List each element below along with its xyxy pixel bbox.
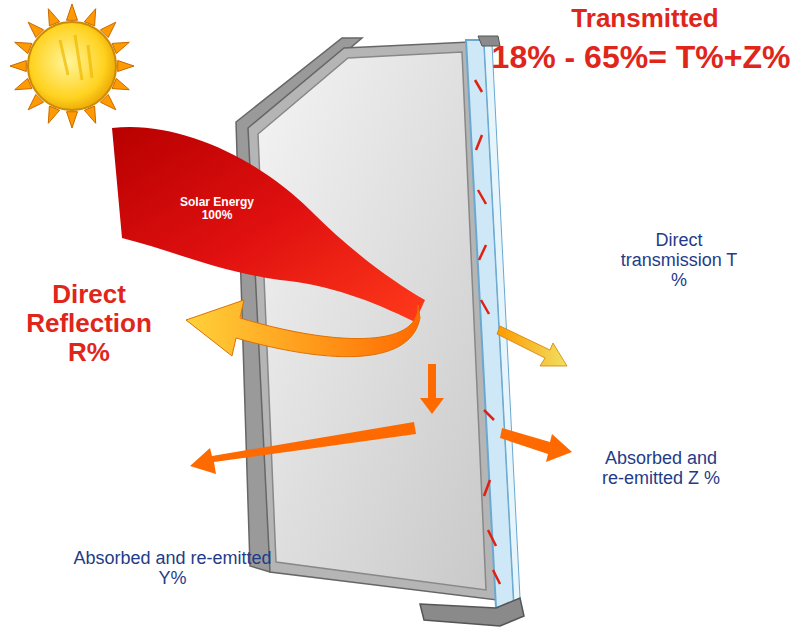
transmission-arrow: [497, 326, 567, 366]
reflection-arrow: [186, 300, 420, 357]
formula-label: 18% - 65%= T%+Z%: [476, 40, 806, 76]
beam-label: Solar Energy 100%: [178, 196, 256, 223]
solar-energy-beam: [112, 127, 425, 322]
re-emitted-arrow: [500, 428, 572, 462]
absorbed-label: Absorbed and re-emitted Y%: [60, 548, 285, 588]
absorbed-arrow: [420, 364, 444, 414]
sun: [10, 4, 134, 128]
re-emitted-arrow: [190, 422, 416, 474]
transmission-label: Direct transmission T %: [620, 230, 738, 290]
reflection-label: Direct Reflection R%: [14, 280, 164, 367]
internal-reflection-dashes: [475, 80, 500, 584]
heading-label: Transmitted: [545, 4, 745, 33]
absorbed-label: Absorbed and re-emitted Z %: [600, 448, 722, 488]
